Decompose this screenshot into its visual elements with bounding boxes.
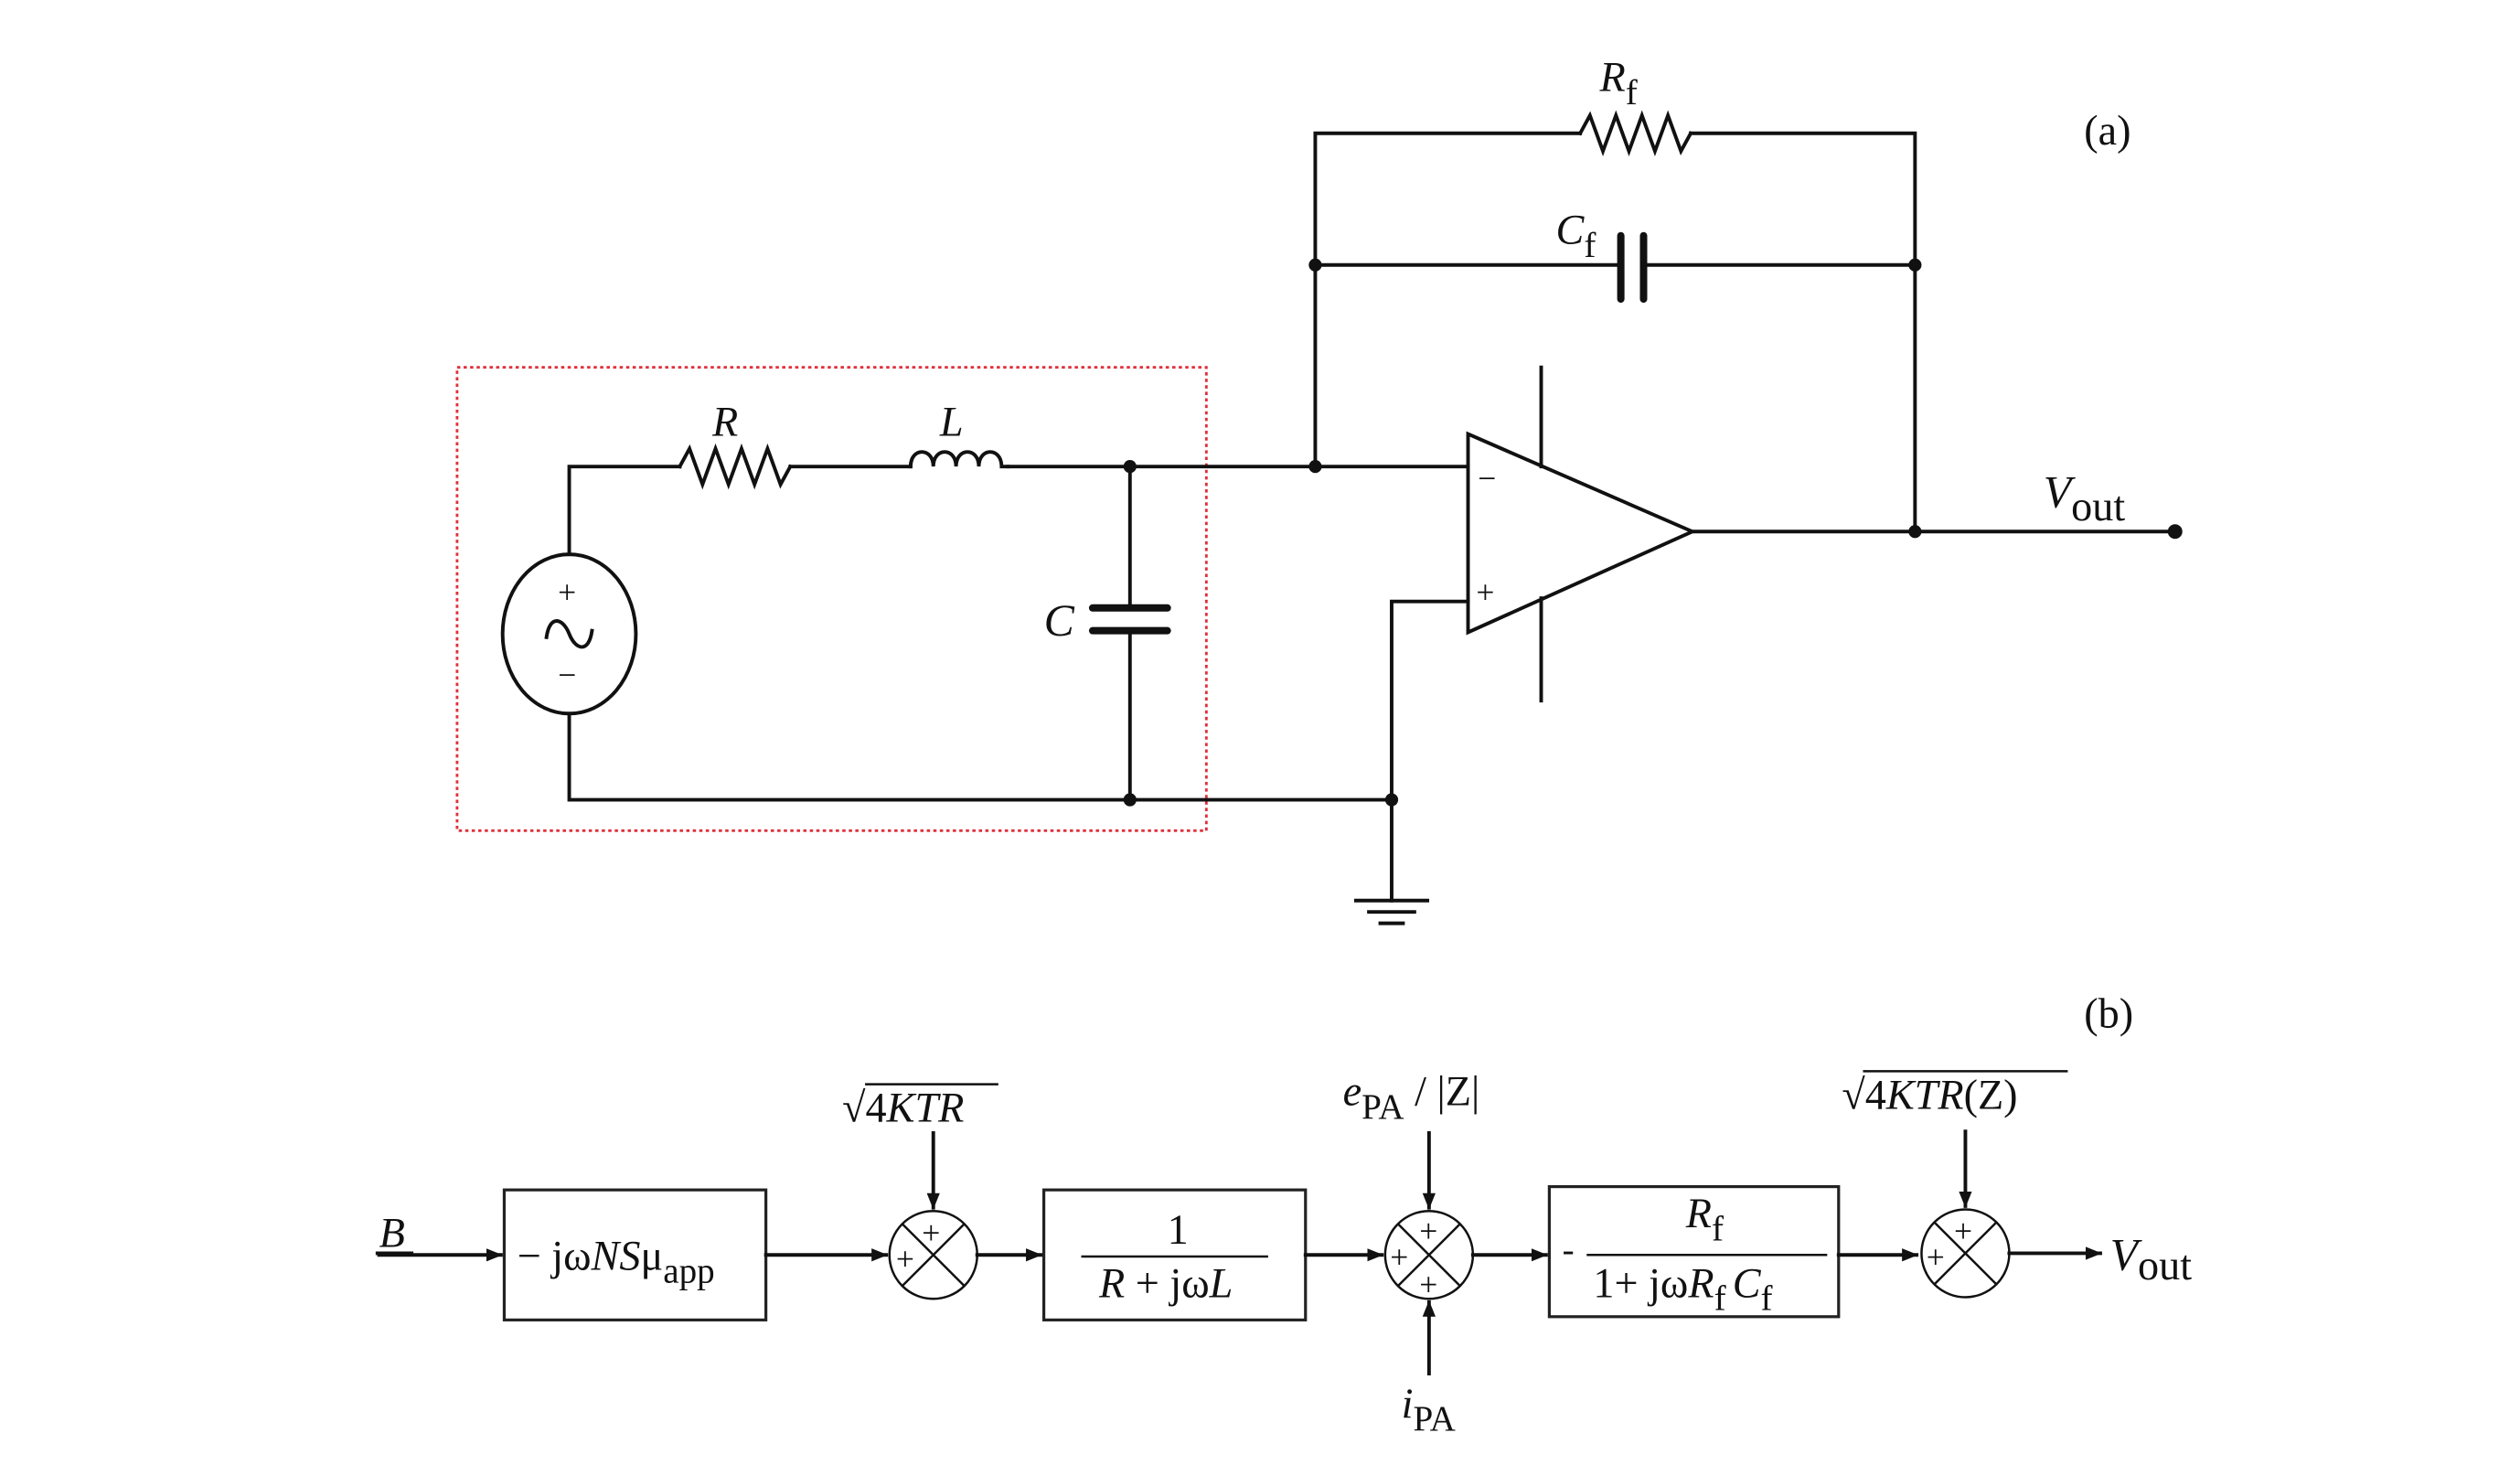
label-R: R (711, 398, 738, 444)
resistor-R (677, 443, 793, 490)
output-vout-label: Vout (2110, 1229, 2193, 1289)
wire-noninv-input (1390, 599, 1470, 903)
inductor-L (908, 450, 1010, 469)
wire-feedback-right (1689, 131, 1917, 534)
sine-wave-icon (544, 619, 594, 649)
node-bottom-C (1123, 793, 1137, 807)
block2-numerator: 1 (1168, 1206, 1189, 1253)
noise-iPA-label: iPA (1402, 1380, 1456, 1439)
svg-text:+: + (1954, 1213, 1972, 1249)
label-vout: Vout (2044, 467, 2126, 529)
panel-b-label: (b) (2084, 989, 2133, 1036)
node-Cf-right (1908, 258, 1922, 272)
svg-text:+: + (1927, 1238, 1945, 1275)
wire-source-top (567, 465, 682, 557)
circuit-panel-a: (a) + − R L C (455, 54, 2183, 925)
op-amp: − + (1466, 365, 1697, 703)
summing-junction-2: + + + (1383, 1210, 1475, 1303)
noise-4KTRZ-label: √4KTR(Z) (1842, 1071, 2017, 1118)
node-Cf-left (1308, 258, 1322, 272)
svg-text:+: + (1419, 1213, 1437, 1249)
source-plus: + (558, 573, 576, 610)
ac-source: + − (500, 552, 638, 716)
panel-a-label: (a) (2084, 107, 2130, 154)
wire-feedback-left (1313, 131, 1583, 469)
opamp-inverting-sign: − (1478, 460, 1496, 497)
resistor-Rf (1577, 110, 1693, 157)
label-L: L (939, 398, 964, 444)
source-minus: − (558, 657, 576, 693)
opamp-noninverting-sign: + (1476, 573, 1494, 610)
label-C: C (1044, 595, 1075, 646)
block-diagram-panel-b: (b) B − jωNSμapp + + √4KTR 1 R + jωL (375, 989, 2193, 1439)
ground-icon (1353, 898, 1430, 925)
wire-bottom (567, 711, 1393, 802)
label-Cf: Cf (1556, 207, 1597, 265)
svg-text:+: + (1419, 1267, 1437, 1303)
input-B-label: B (379, 1209, 405, 1256)
label-Rf: Rf (1599, 54, 1639, 112)
block-amplifier-transfer (1547, 1184, 1841, 1319)
summing-junction-3: + + (1920, 1208, 2011, 1299)
block3-numerator: Rf (1685, 1190, 1724, 1248)
block-coil-admittance (1041, 1188, 1308, 1321)
svg-text:+: + (1390, 1238, 1408, 1275)
summing-junction-1: + + (888, 1210, 978, 1300)
noise-ePA-label: ePA / |Z| (1343, 1068, 1480, 1127)
block-induction-expr: − jωNSμapp (518, 1232, 715, 1290)
block3-minus: - (1563, 1230, 1575, 1269)
noise-4KTR-label: √4KTR (842, 1084, 964, 1130)
svg-text:+: + (922, 1214, 940, 1251)
svg-text:+: + (896, 1240, 914, 1277)
sensor-highlight-box (455, 366, 1208, 832)
output-terminal (2167, 524, 2183, 540)
block2-denominator: R + jωL (1098, 1259, 1233, 1306)
block-induction (502, 1188, 768, 1321)
